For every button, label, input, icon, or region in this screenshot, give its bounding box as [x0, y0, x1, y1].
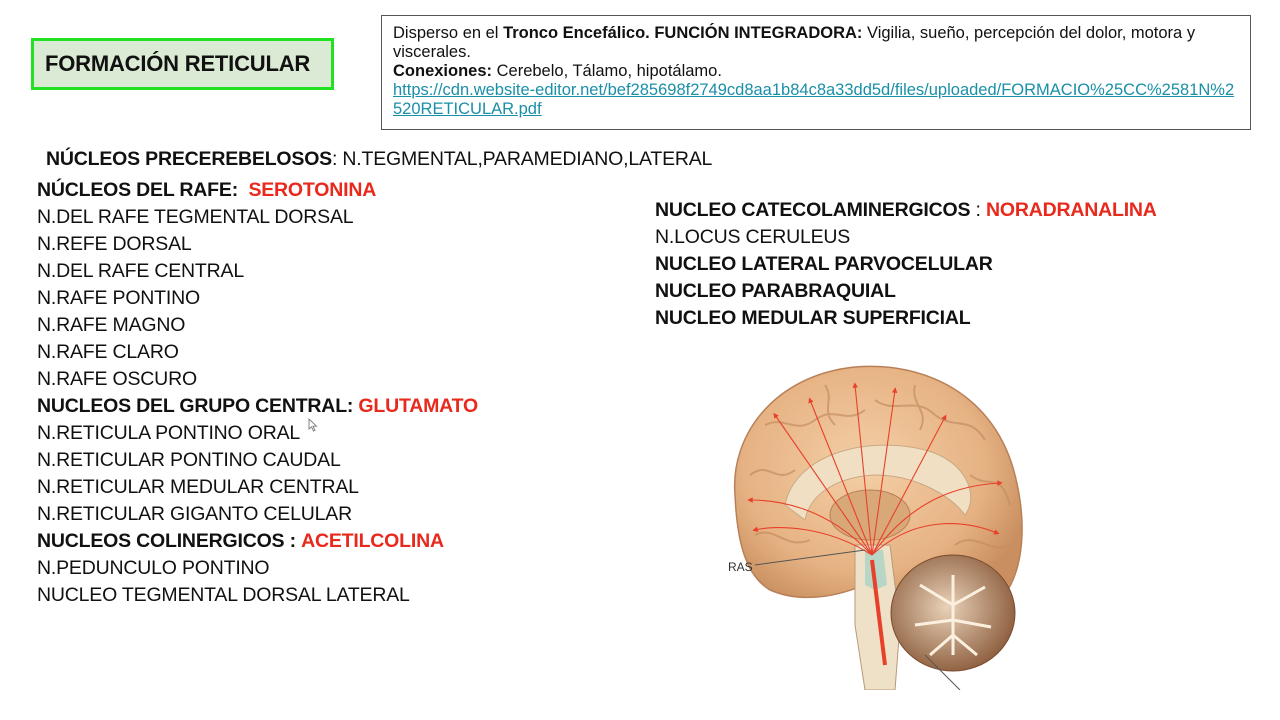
list-item: N.RETICULAR GIGANTO CELULAR — [37, 503, 352, 525]
catecolaminergicos-heading: NUCLEO CATECOLAMINERGICOS : NORADRANALIN… — [655, 197, 1157, 224]
list-item: N.DEL RAFE TEGMENTAL DORSAL — [37, 206, 354, 228]
separator: : — [970, 199, 986, 221]
info-connections: Conexiones: Cerebelo, Tálamo, hipotálamo… — [393, 62, 1240, 81]
list-item: N.RAFE CLARO — [37, 341, 179, 363]
info-functions: Vigilia, sueño, percepción del dolor, mo… — [393, 24, 1196, 61]
neurotransmitter-serotonina: SEROTONINA — [248, 179, 377, 201]
info-prefix: Disperso en el — [393, 24, 504, 42]
list-item: N.PEDUNCULO PONTINO — [37, 557, 270, 579]
grupo-central-heading: NUCLEOS DEL GRUPO CENTRAL: GLUTAMATO — [37, 393, 478, 420]
list-item: NUCLEO MEDULAR SUPERFICIAL — [655, 307, 971, 329]
grupo-central-heading-label: NUCLEOS DEL GRUPO CENTRAL: — [37, 395, 354, 417]
list-item: N.RETICULAR PONTINO CAUDAL — [37, 449, 341, 471]
list-item: NUCLEO LATERAL PARVOCELULAR — [655, 253, 993, 275]
list-item: N.RAFE OSCURO — [37, 368, 197, 390]
neurotransmitter-acetilcolina: ACETILCOLINA — [301, 530, 444, 552]
title-box: FORMACIÓN RETICULAR — [31, 38, 334, 90]
left-column: NÚCLEOS DEL RAFE: SEROTONINA N.DEL RAFE … — [37, 177, 478, 609]
list-item: NUCLEO PARABRAQUIAL — [655, 280, 896, 302]
info-description: Disperso en el Tronco Encefálico. FUNCIÓ… — [393, 24, 1240, 62]
precerebelosos-line: NÚCLEOS PRECEREBELOSOS: N.TEGMENTAL,PARA… — [46, 146, 712, 173]
rafe-heading: NÚCLEOS DEL RAFE: SEROTONINA — [37, 177, 478, 204]
pdf-link[interactable]: https://cdn.website-editor.net/bef285698… — [393, 81, 1235, 118]
catecolaminergicos-heading-label: NUCLEO CATECOLAMINERGICOS — [655, 199, 971, 221]
brain-sagittal-illustration — [733, 365, 1023, 690]
precerebelosos-label: NÚCLEOS PRECEREBELOSOS — [46, 148, 332, 170]
rafe-heading-label: NÚCLEOS DEL RAFE: — [37, 179, 238, 201]
info-bold-function: Tronco Encefálico. FUNCIÓN INTEGRADORA: — [503, 24, 863, 42]
precerebelosos-text: : N.TEGMENTAL,PARAMEDIANO,LATERAL — [331, 148, 713, 170]
mouse-cursor-icon — [308, 418, 318, 432]
list-item: N.LOCUS CERULEUS — [655, 226, 851, 248]
colinergicos-heading: NUCLEOS COLINERGICOS : ACETILCOLINA — [37, 528, 478, 555]
list-item: N.RETICULA PONTINO ORAL — [37, 422, 301, 444]
connections-text: Cerebelo, Tálamo, hipotálamo. — [492, 62, 722, 80]
ras-label: RAS — [728, 560, 753, 574]
page-title: FORMACIÓN RETICULAR — [45, 51, 311, 76]
list-item: N.REFE DORSAL — [37, 233, 192, 255]
list-item: N.DEL RAFE CENTRAL — [37, 260, 244, 282]
colinergicos-heading-label: NUCLEOS COLINERGICOS : — [37, 530, 296, 552]
connections-label: Conexiones: — [393, 62, 493, 80]
list-item: NUCLEO TEGMENTAL DORSAL LATERAL — [37, 584, 410, 606]
neurotransmitter-noradrenalina: NORADRANALINA — [985, 199, 1157, 221]
list-item: N.RETICULAR MEDULAR CENTRAL — [37, 476, 359, 498]
list-item: N.RAFE MAGNO — [37, 314, 186, 336]
neurotransmitter-glutamato: GLUTAMATO — [358, 395, 478, 417]
info-box: Disperso en el Tronco Encefálico. FUNCIÓ… — [381, 15, 1251, 130]
list-item: N.RAFE PONTINO — [37, 287, 200, 309]
right-column: NUCLEO CATECOLAMINERGICOS : NORADRANALIN… — [655, 197, 1157, 332]
